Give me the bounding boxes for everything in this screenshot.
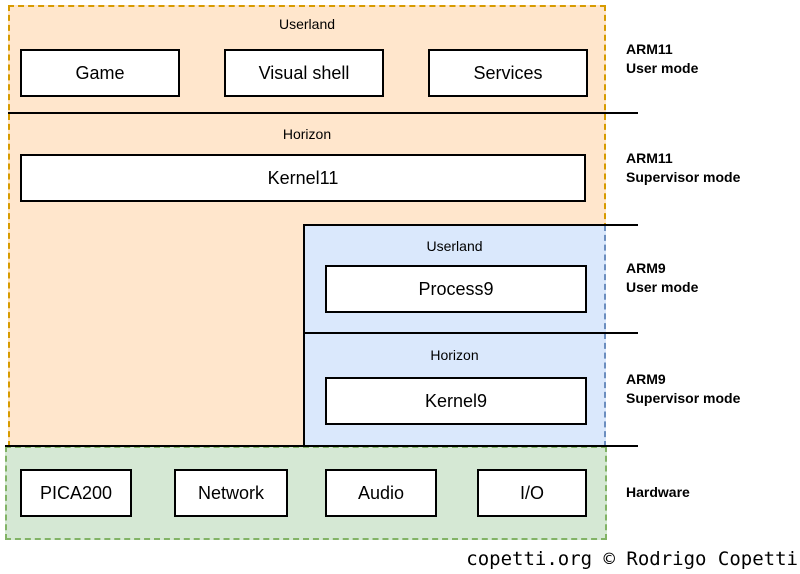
visual-shell-box: Visual shell — [224, 49, 384, 97]
game-box: Game — [20, 49, 180, 97]
divider-arm11-user-supervisor — [8, 112, 638, 114]
arm9-horizon-label: Horizon — [430, 347, 479, 363]
services-box: Services — [428, 49, 588, 97]
side-label-line: Supervisor mode — [626, 389, 741, 406]
side-label-line: Hardware — [626, 484, 690, 500]
arm11-supervisor-mode-label: ARM11 Supervisor mode — [626, 112, 796, 224]
side-label-line: ARM11 — [626, 150, 673, 166]
audio-box: Audio — [325, 469, 437, 517]
hardware-label: Hardware — [626, 445, 796, 540]
side-label-line: User mode — [626, 279, 699, 295]
arm9-userland-label: Userland — [426, 238, 483, 254]
arm9-user-mode-label: ARM9 User mode — [626, 224, 796, 332]
divider-arm9-user-supervisor — [303, 332, 638, 334]
side-label-line: ARM9 — [626, 260, 666, 276]
kernel9-box: Kernel9 — [325, 377, 587, 425]
divider-hardware — [5, 445, 638, 447]
io-box: I/O — [477, 469, 587, 517]
network-box: Network — [174, 469, 288, 517]
copyright-credit: copetti.org © Rodrigo Copetti — [466, 548, 798, 570]
side-label-line: ARM11 — [626, 40, 673, 57]
pica200-box: PICA200 — [20, 469, 132, 517]
process9-box: Process9 — [325, 265, 587, 313]
kernel11-box: Kernel11 — [20, 154, 586, 202]
arm11-user-mode-label: ARM11 User mode — [626, 5, 796, 112]
side-label-line: Supervisor mode — [626, 169, 741, 185]
arm9-supervisor-mode-label: ARM9 Supervisor mode — [626, 332, 796, 445]
side-label-line: User mode — [626, 59, 699, 76]
divider-arm11-arm9 — [303, 224, 638, 226]
arm11-horizon-label: Horizon — [282, 126, 332, 142]
side-label-line: ARM9 — [626, 370, 666, 387]
arm11-userland-label: Userland — [278, 16, 336, 32]
divider-arm9-left-edge — [303, 224, 305, 447]
